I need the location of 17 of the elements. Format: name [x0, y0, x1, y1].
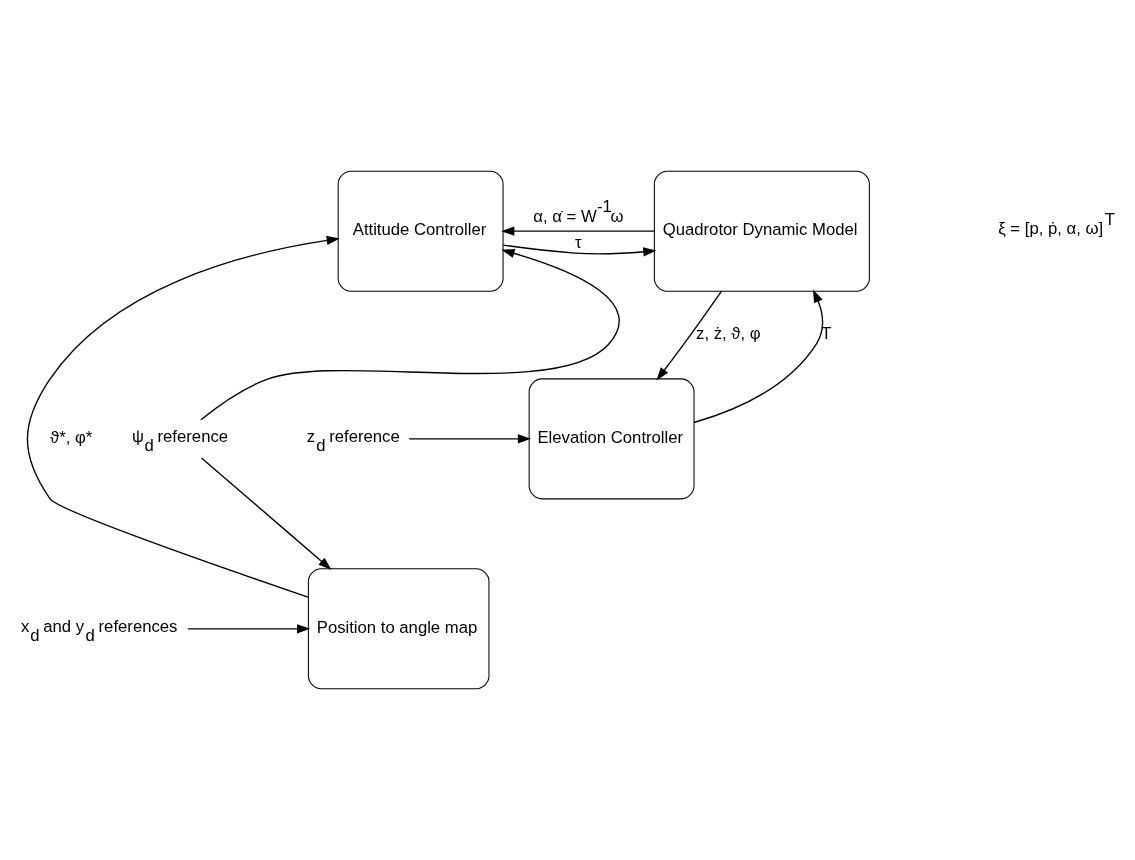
arrow [501, 226, 655, 236]
edge-label: τ [575, 232, 582, 252]
arrow [408, 434, 532, 444]
arrow [26, 235, 340, 598]
arrow [187, 624, 311, 634]
edge-label: ϑ*, φ* [50, 427, 93, 447]
edge-label: z, ż, ϑ, φ [696, 323, 761, 343]
node-box: Attitude Controller [337, 170, 504, 292]
arrow [200, 248, 620, 421]
edge-label: T [821, 323, 832, 343]
arrow [200, 457, 332, 570]
node-box: Quadrotor Dynamic Model [653, 170, 870, 292]
node-box: Position to angle map [307, 568, 490, 690]
arrow [693, 289, 824, 424]
arrow [502, 244, 657, 257]
arrow [656, 290, 723, 381]
node-box: Elevation Controller [528, 378, 695, 500]
